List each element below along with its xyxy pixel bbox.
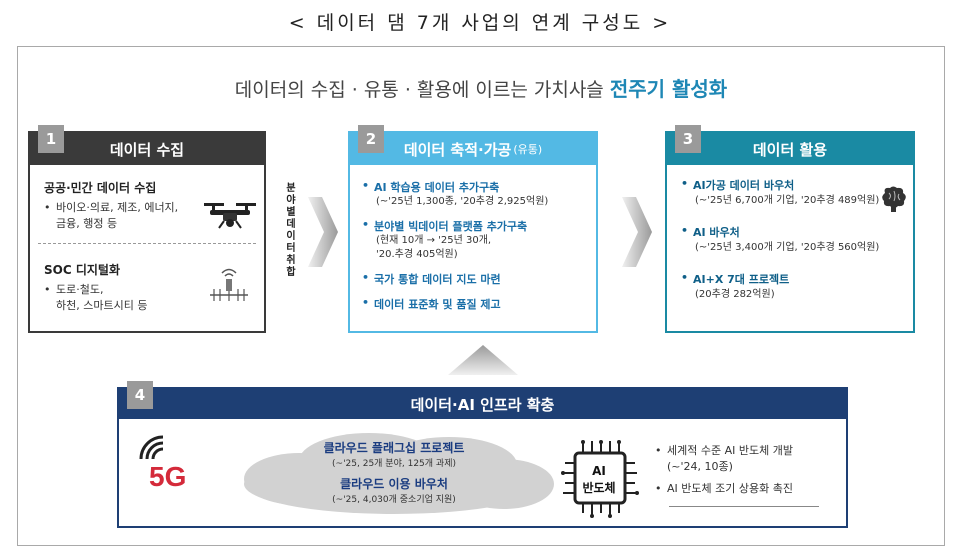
- box-data-accumulation: 2 데이터 축적·가공(유통) •AI 학습용 데이터 추가구축 (~'25년 …: [348, 125, 598, 333]
- box-data-utilization: 3 데이터 활용 •AI가공 데이터 바우처 (~'25년 6,700개 기업,…: [665, 125, 915, 333]
- box4-list: •세계적 수준 AI 반도체 개발(~'24, 10종) •AI 반도체 조기 …: [655, 443, 793, 503]
- box4-number: 4: [127, 381, 153, 409]
- box2-number: 2: [358, 125, 384, 153]
- box2-title: 데이터 축적·가공: [403, 140, 512, 159]
- box3-title: 데이터 활용: [752, 140, 828, 159]
- box4-title: 데이터·AI 인프라 확충: [410, 395, 555, 414]
- box1-header: 1 데이터 수집: [30, 125, 264, 165]
- box2-header: 2 데이터 축적·가공(유통): [350, 125, 596, 165]
- box1-sec2-heading: SOC 디지털화: [44, 263, 120, 277]
- diagram-frame: 데이터의 수집 · 유통 · 활용에 이르는 가치사슬 전주기 활성화 1 데이…: [17, 46, 945, 546]
- list-item: •국가 통합 데이터 지도 마련: [362, 271, 501, 286]
- list-item: •바이오·의료, 제조, 에너지,금융, 행정 등: [44, 201, 179, 230]
- up-arrow-icon: [448, 345, 518, 375]
- chip-label: AI 반도체: [582, 464, 616, 495]
- cloud-item-1-sub: (~'25, 25개 분야, 125개 과제): [332, 459, 456, 469]
- cloud-icon: [244, 433, 554, 514]
- brain-icon: [882, 186, 906, 212]
- cloud-text: 클라우드 플래그십 프로젝트 (~'25, 25개 분야, 125개 과제) 클…: [229, 439, 559, 511]
- box-data-collection: 1 데이터 수집 공공·민간 데이터 수집 •바이오·의료, 제조, 에너지,금…: [28, 125, 266, 333]
- list-item: •AI+X 7대 프로젝트 (20추경 282억원): [681, 271, 790, 300]
- box2-list: •AI 학습용 데이터 추가구축 (~'25년 1,300종, '20추경 2,…: [362, 179, 588, 321]
- list-item: •AI 학습용 데이터 추가구축 (~'25년 1,300종, '20추경 2,…: [362, 179, 549, 207]
- box1-divider: [38, 243, 256, 244]
- box4-underline: [669, 506, 819, 507]
- box1-number: 1: [38, 125, 64, 153]
- list-item: •세계적 수준 AI 반도체 개발(~'24, 10종): [655, 444, 793, 473]
- chip-icon: [561, 440, 639, 518]
- sensor-icon: [210, 268, 248, 301]
- headline-accent: 전주기 활성화: [609, 77, 728, 101]
- chevron-right-icon: [308, 197, 338, 267]
- list-item: •분야별 빅데이터 플랫폼 추가구축 (현재 10개 → '25년 30개, '…: [362, 218, 528, 260]
- box3-header: 3 데이터 활용: [667, 125, 913, 165]
- wifi-signal-icon: [139, 435, 164, 460]
- list-item: •데이터 표준화 및 품질 제고: [362, 296, 501, 311]
- box4-header: 4 데이터·AI 인프라 확충: [119, 381, 846, 419]
- list-item: •도로·철도,하천, 스마트시티 등: [44, 283, 148, 312]
- fiveg-label: 5G: [149, 461, 187, 492]
- chevron-right-icon: [622, 197, 652, 267]
- box-infrastructure: 4 데이터·AI 인프라 확충 5G 클라우드 플래그십 프로젝트 (~'25,…: [117, 381, 848, 528]
- box1-section-soc: SOC 디지털화 •도로·철도,하천, 스마트시티 등: [44, 261, 204, 314]
- list-item: •AI 바우처 (~'25년 3,400개 기업, '20추경 560억원): [681, 224, 880, 253]
- box1-title: 데이터 수집: [109, 140, 185, 159]
- list-item: •AI 반도체 조기 상용화 촉진: [655, 482, 793, 495]
- headline: 데이터의 수집 · 유통 · 활용에 이르는 가치사슬 전주기 활성화: [18, 73, 944, 102]
- cloud-item-2-title: 클라우드 이용 바우처: [340, 477, 448, 491]
- box2-title-small: (유통): [513, 143, 543, 156]
- box3-number: 3: [675, 125, 701, 153]
- box1-section-public: 공공·민간 데이터 수집 •바이오·의료, 제조, 에너지,금융, 행정 등: [44, 179, 204, 232]
- drone-icon: [204, 203, 256, 229]
- cloud-item-2-sub: (~'25, 4,030개 중소기업 지원): [332, 495, 456, 505]
- cloud-item-1-title: 클라우드 플래그십 프로젝트: [323, 441, 465, 455]
- box1-sec1-heading: 공공·민간 데이터 수집: [44, 181, 157, 195]
- page-title: < 데이터 댐 7개 사업의 연계 구성도 >: [288, 12, 672, 34]
- list-item: •AI가공 데이터 바우처 (~'25년 6,700개 기업, '20추경 48…: [681, 177, 880, 206]
- headline-prefix: 데이터의 수집 · 유통 · 활용에 이르는 가치사슬: [234, 79, 610, 101]
- box3-list: •AI가공 데이터 바우처 (~'25년 6,700개 기업, '20추경 48…: [681, 177, 905, 318]
